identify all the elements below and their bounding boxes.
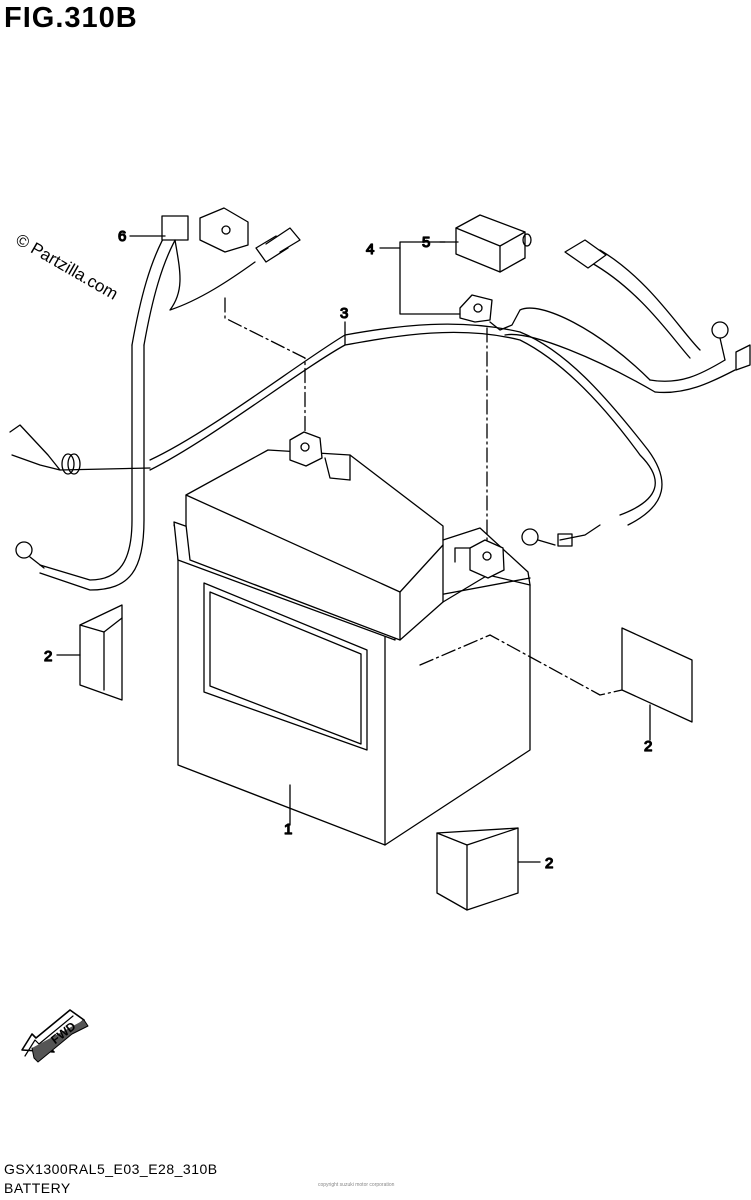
model-code: GSX1300RAL5_E03_E28_310B	[4, 1161, 218, 1177]
section-name: BATTERY	[4, 1180, 71, 1196]
callout-2-right: 2	[644, 738, 652, 755]
leader-lines	[224, 297, 623, 696]
pad-left[interactable]	[79, 604, 123, 701]
callout-1: 1	[284, 821, 292, 838]
terminal-cover[interactable]	[455, 214, 532, 273]
small-note: copyright suzuki motor corporation	[318, 1182, 395, 1188]
callout-2-bottom: 2	[545, 855, 553, 872]
pad-right[interactable]	[621, 627, 693, 723]
battery[interactable]	[173, 431, 531, 846]
fuse-cable[interactable]	[15, 207, 301, 591]
pad-bottom[interactable]	[436, 827, 519, 911]
callout-6: 6	[118, 228, 126, 245]
terminal-set[interactable]	[459, 239, 751, 394]
figure-title: FIG.310B	[4, 2, 138, 34]
wire-harness[interactable]	[9, 323, 663, 547]
callout-5: 5	[422, 234, 430, 251]
callout-4: 4	[366, 241, 374, 258]
callout-3: 3	[340, 305, 348, 322]
callout-2-left: 2	[44, 648, 52, 665]
forward-arrow-icon: FWD	[21, 1009, 89, 1063]
callout-lines	[56, 235, 651, 863]
